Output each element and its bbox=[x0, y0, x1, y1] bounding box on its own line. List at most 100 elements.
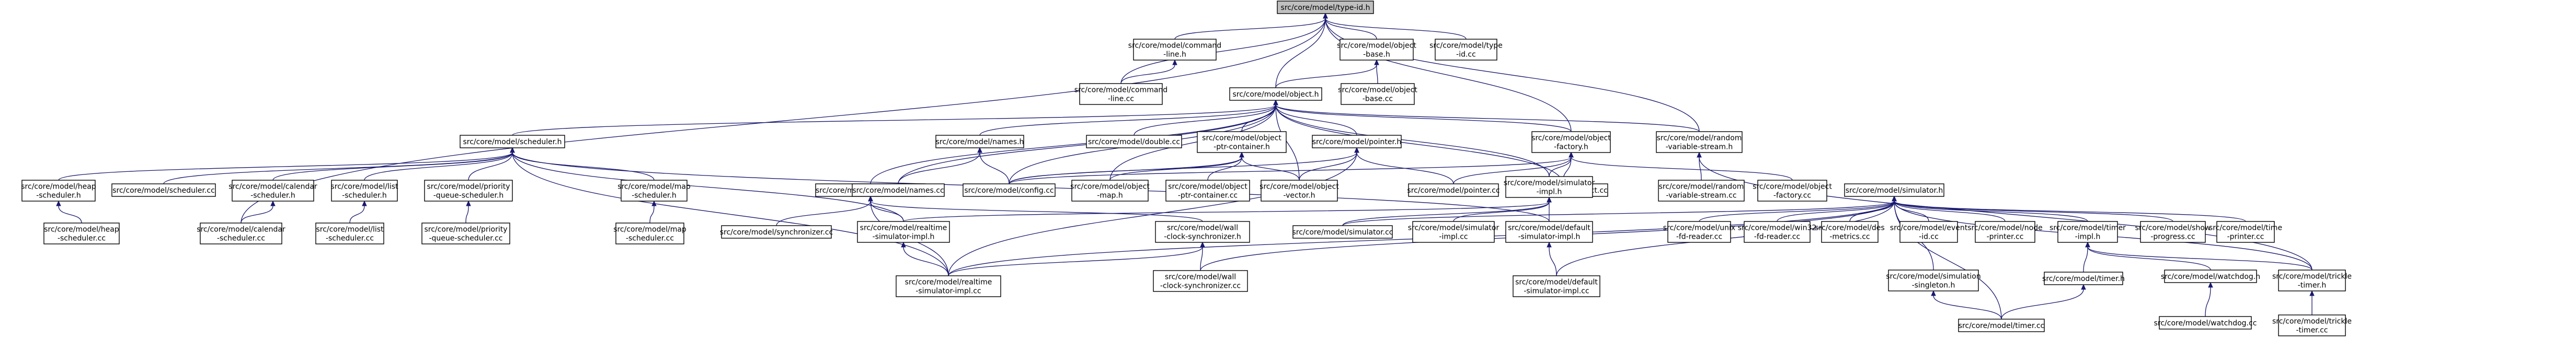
graph-node-simimpl-h[interactable]: src/core/model/simulator-impl.h bbox=[1504, 176, 1595, 198]
graph-node-nodeprinter-cc[interactable]: src/core/model/node-printer.cc bbox=[1967, 221, 2043, 243]
graph-node-trickle-cc[interactable]: src/core/model/trickle-timer.cc bbox=[2272, 314, 2352, 336]
graph-node-prio-cc[interactable]: src/core/model/priority-queue-scheduler.… bbox=[421, 223, 510, 244]
graph-node-config-cc[interactable]: src/core/model/config.cc bbox=[963, 183, 1056, 197]
node-label: -printer.cc bbox=[2227, 233, 2264, 241]
edge-config_cc-to-objfactory_h bbox=[1009, 151, 1574, 184]
node-label: src/core/model/pointer.h bbox=[1312, 138, 1402, 146]
node-label: -scheduler.cc bbox=[326, 235, 374, 243]
graph-node-simulator-cc[interactable]: src/core/model/simulator.cc bbox=[1292, 225, 1393, 239]
graph-node-desmetrics-cc[interactable]: src/core/model/des-metrics.cc bbox=[1815, 221, 1885, 243]
graph-node-calendar-cc[interactable]: src/core/model/calendar-scheduler.cc bbox=[197, 223, 285, 244]
graph-node-timeprinter-cc[interactable]: src/core/model/time-printer.cc bbox=[2209, 221, 2282, 243]
graph-node-trickle-h[interactable]: src/core/model/trickle-timer.h bbox=[2272, 270, 2352, 291]
node-label: src/core/model/list bbox=[330, 183, 398, 191]
node-label: src/core/model/random bbox=[1659, 183, 1744, 191]
node-label: src/core/model/object bbox=[1337, 42, 1416, 50]
node-label: src/core/model/command bbox=[1074, 86, 1167, 95]
edge-object_h-to-root bbox=[1275, 13, 1328, 88]
graph-node-simulator-h[interactable]: src/core/model/simulator.h bbox=[1844, 183, 1944, 197]
node-box bbox=[963, 183, 1056, 197]
graph-node-object-h[interactable]: src/core/model/object.h bbox=[1229, 87, 1322, 101]
node-label: -scheduler.cc bbox=[58, 235, 106, 243]
graph-node-defsimimpl-h[interactable]: src/core/model/default-simulator-impl.h bbox=[1505, 221, 1593, 243]
node-label: -vector.h bbox=[1283, 192, 1315, 200]
graph-node-calendar-h[interactable]: src/core/model/calendar-scheduler.h bbox=[228, 180, 317, 202]
graph-node-names-cc[interactable]: src/core/model/names.cc bbox=[852, 183, 945, 197]
node-box bbox=[1153, 270, 1248, 292]
graph-node-cmdline-cc[interactable]: src/core/model/command-line.cc bbox=[1074, 83, 1167, 105]
node-label: -impl.cc bbox=[1439, 233, 1468, 241]
graph-node-simsingleton-h[interactable]: src/core/model/simulation-singleton.h bbox=[1886, 270, 1981, 291]
edge-watchdog_cc-to-watchdog_h bbox=[2205, 282, 2213, 317]
graph-node-objbase-cc[interactable]: src/core/model/object-base.cc bbox=[1338, 83, 1417, 105]
graph-node-map-cc[interactable]: src/core/model/map-scheduler.cc bbox=[613, 223, 686, 244]
node-label: src/core/model/simulator.cc bbox=[1292, 228, 1393, 237]
node-label: src/core/model/watchdog.cc bbox=[2154, 319, 2257, 327]
graph-node-heap-cc[interactable]: src/core/model/heap-scheduler.cc bbox=[43, 223, 120, 244]
node-label: -queue-scheduler.h bbox=[433, 192, 504, 200]
node-label: src/core/model/type-id.h bbox=[1281, 4, 1370, 12]
graph-node-timerimpl-h[interactable]: src/core/model/timer-impl.h bbox=[2050, 221, 2126, 243]
edge-rtimpl_h-to-simimpl_h bbox=[903, 196, 1552, 222]
graph-node-list-cc[interactable]: src/core/model/list-scheduler.cc bbox=[315, 223, 384, 244]
node-box bbox=[1079, 83, 1163, 105]
graph-node-double-cc[interactable]: src/core/model/double.cc bbox=[1086, 135, 1182, 148]
graph-node-randstream-h[interactable]: src/core/model/random-variable-stream.h bbox=[1656, 131, 1743, 153]
graph-node-objvector-h[interactable]: src/core/model/object-vector.h bbox=[1260, 180, 1339, 202]
node-label: -simulator-impl.cc bbox=[1524, 287, 1589, 296]
graph-node-simimpl-cc[interactable]: src/core/model/simulator-impl.cc bbox=[1408, 221, 1499, 243]
graph-node-scheduler-cc[interactable]: src/core/model/scheduler.cc bbox=[111, 183, 216, 197]
graph-node-objmap-h[interactable]: src/core/model/object-map.h bbox=[1070, 180, 1150, 202]
graph-node-rtimpl-cc[interactable]: src/core/model/realtime-simulator-impl.c… bbox=[896, 275, 1001, 297]
graph-node-heap-h[interactable]: src/core/model/heap-scheduler.h bbox=[21, 180, 96, 202]
node-box bbox=[1658, 180, 1745, 202]
graph-node-list-h[interactable]: src/core/model/list-scheduler.h bbox=[330, 180, 398, 202]
node-box bbox=[1513, 275, 1600, 297]
graph-node-randstream-cc[interactable]: src/core/model/random-variable-stream.cc bbox=[1658, 180, 1745, 202]
graph-node-wallclock-cc[interactable]: src/core/model/wall-clock-synchronizer.c… bbox=[1153, 270, 1248, 292]
graph-node-rtimpl-h[interactable]: src/core/model/realtime-simulator-impl.h bbox=[857, 221, 950, 243]
node-label: src/core/model/simulation bbox=[1886, 273, 1981, 281]
graph-node-names-h[interactable]: src/core/model/names.h bbox=[935, 135, 1024, 148]
edge-typeid_cc-to-root bbox=[1323, 13, 1467, 40]
graph-node-eventid-cc[interactable]: src/core/model/event-id.cc bbox=[1890, 221, 1968, 243]
edge-pointer_cc-to-objfactory_h bbox=[1453, 151, 1574, 184]
node-box bbox=[1155, 221, 1250, 243]
graph-node-scheduler-h[interactable]: src/core/model/scheduler.h bbox=[460, 135, 565, 148]
graph-node-watchdog-cc[interactable]: src/core/model/watchdog.cc bbox=[2154, 316, 2257, 330]
node-box bbox=[2140, 221, 2206, 243]
graph-node-objfactory-cc[interactable]: src/core/model/object-factory.cc bbox=[1753, 180, 1832, 202]
graph-node-timer-cc[interactable]: src/core/model/timer.cc bbox=[1958, 319, 2045, 332]
graph-node-root: src/core/model/type-id.h bbox=[1277, 1, 1374, 14]
graph-node-pointer-cc[interactable]: src/core/model/pointer.cc bbox=[1407, 183, 1500, 197]
node-label: src/core/model/timer bbox=[2050, 224, 2126, 232]
node-box bbox=[1292, 225, 1393, 239]
graph-node-wallclock-h[interactable]: src/core/model/wall-clock-synchronizer.h bbox=[1155, 221, 1250, 243]
node-label: -id.cc bbox=[1919, 233, 1939, 241]
edge-objvector_h-to-pointer_h bbox=[1299, 147, 1359, 181]
graph-node-timer-h[interactable]: src/core/model/timer.h bbox=[2042, 272, 2125, 285]
graph-node-ptrcont-cc[interactable]: src/core/model/object-ptr-container.cc bbox=[1165, 180, 1250, 202]
graph-node-prio-h[interactable]: src/core/model/priority-queue-scheduler.… bbox=[424, 180, 513, 202]
graph-node-showprog-cc[interactable]: src/core/model/show-progress.cc bbox=[2135, 221, 2211, 243]
graph-node-jsonfd-cc[interactable]: src/core/model/unix-fd-reader.cc bbox=[1663, 221, 1735, 243]
graph-node-objbase-h[interactable]: src/core/model/object-base.h bbox=[1337, 39, 1416, 61]
node-label: -queue-scheduler.cc bbox=[429, 235, 502, 243]
graph-node-defsimimpl-cc[interactable]: src/core/model/default-simulator-impl.cc bbox=[1513, 275, 1600, 297]
graph-node-objfactory-h[interactable]: src/core/model/object-factory.h bbox=[1531, 131, 1611, 153]
graph-node-map-h[interactable]: src/core/model/map-scheduler.h bbox=[617, 180, 691, 202]
graph-node-watchdog-h[interactable]: src/core/model/watchdog.h bbox=[2161, 270, 2260, 283]
edges-layer bbox=[56, 13, 2315, 320]
node-label: src/core/model/default bbox=[1508, 224, 1590, 232]
node-box bbox=[1958, 319, 2045, 332]
graph-node-cmdline-h[interactable]: src/core/model/command-line.h bbox=[1128, 39, 1221, 61]
node-label: src/core/model/trickle bbox=[2272, 273, 2352, 281]
graph-node-typeid-cc[interactable]: src/core/model/type-id.cc bbox=[1429, 39, 1503, 61]
edge-rtimpl_cc-to-rtimpl_h bbox=[901, 241, 949, 276]
edge-timer_cc-to-timer_h bbox=[2001, 284, 2086, 320]
node-label: src/core/model/object bbox=[1531, 134, 1611, 143]
graph-node-pointer-h[interactable]: src/core/model/pointer.h bbox=[1312, 135, 1402, 148]
graph-node-win32fd-cc[interactable]: src/core/model/win32-fd-reader.cc bbox=[1738, 221, 1817, 243]
graph-node-ptrcont-h[interactable]: src/core/model/object-ptr-container.h bbox=[1197, 131, 1287, 153]
graph-node-sync-cc[interactable]: src/core/model/synchronizer.cc bbox=[720, 225, 833, 239]
